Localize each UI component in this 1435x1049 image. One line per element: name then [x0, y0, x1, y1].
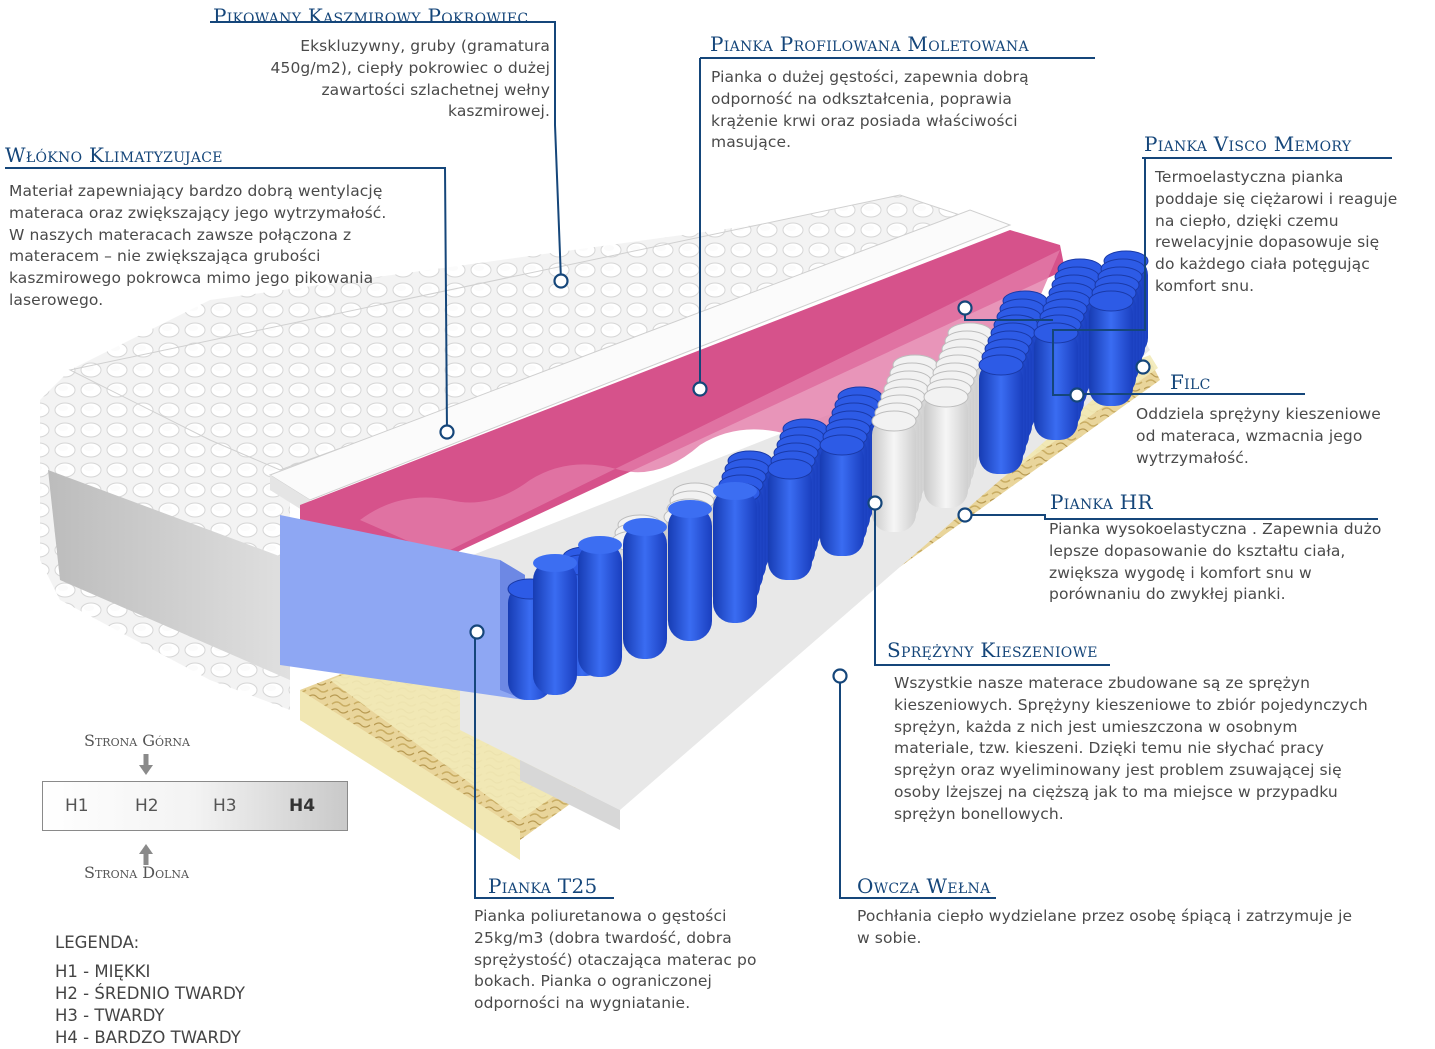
- level-h2: H2: [135, 796, 159, 816]
- spring-top: [767, 458, 813, 480]
- spring-top: [871, 410, 917, 432]
- legend-item-h1: H1 - MIĘKKI: [55, 962, 151, 981]
- spring-blue: [768, 465, 812, 580]
- pocket-springs: [507, 250, 1149, 700]
- spring-blue-front: [533, 560, 577, 695]
- callout-dots: [439, 273, 1151, 684]
- spring-top: [819, 434, 865, 456]
- legend-item-h3: H3 - TWARDY: [55, 1006, 165, 1025]
- desc-welna: Pochłania ciepło wydzielane przez osobę …: [857, 907, 1353, 947]
- legend-item-h2: H2 - ŚREDNIO TWARDY: [55, 984, 245, 1003]
- title-pokrowiec: Pikowany Kaszmirowy Pokrowiec: [213, 4, 529, 28]
- spring-blue-front: [668, 506, 712, 641]
- spring-blue-front: [623, 524, 667, 659]
- spring-top: [668, 500, 712, 518]
- legend-header: LEGENDA:: [55, 933, 140, 952]
- desc-sprezyny: Wszystkie nasze materace zbudowane są ze…: [894, 674, 1368, 823]
- level-h4-selected: H4: [289, 796, 316, 816]
- spring-top: [1033, 322, 1079, 344]
- spring-blue: [1089, 297, 1133, 406]
- spring-white: [872, 417, 916, 532]
- spring-white: [924, 393, 968, 508]
- profiled-foam: [300, 230, 1065, 560]
- spring-top: [713, 482, 757, 500]
- spring-top: [533, 554, 577, 572]
- title-visco: Pianka Visco Memory: [1144, 132, 1352, 156]
- title-sprezyny: Sprężyny Kieszeniowe: [887, 638, 1098, 662]
- arrow-up-icon: [139, 844, 153, 865]
- label-top-side: Strona Górna: [84, 731, 190, 750]
- spring-blue: [1034, 329, 1078, 440]
- desc-wlokno: Materiał zapewniający bardzo dobrą wenty…: [9, 182, 387, 309]
- title-welna: Owcza Wełna: [857, 874, 991, 898]
- hardness-scale: H1 H2 H3 H4: [42, 781, 348, 831]
- fibre-sheet: [268, 209, 1012, 501]
- spring-blue: [979, 361, 1023, 474]
- level-h1: H1: [65, 796, 89, 816]
- level-h3: H3: [213, 796, 237, 816]
- label-bottom-side: Strona Dolna: [84, 863, 189, 882]
- t25-foam-block: [280, 515, 525, 700]
- spring-top: [578, 536, 622, 554]
- spring-blue-front: [578, 542, 622, 677]
- title-hr: Pianka HR: [1050, 490, 1153, 514]
- legend-item-h4: H4 - BARDZO TWARDY: [55, 1028, 241, 1047]
- cover-side-band: [48, 470, 290, 680]
- title-t25: Pianka T25: [488, 874, 598, 898]
- spring-top: [623, 518, 667, 536]
- title-wlokno: Włókno Klimatyzujace: [5, 143, 223, 167]
- arrow-down-icon: [139, 754, 153, 775]
- spring-blue: [820, 441, 864, 556]
- spring-top: [978, 354, 1024, 376]
- title-filc: Filc: [1170, 370, 1211, 394]
- spring-top: [923, 386, 969, 408]
- leader-lines: [5, 21, 1392, 899]
- spring-top: [1088, 290, 1134, 312]
- title-moletowana: Pianka Profilowana Moletowana: [710, 32, 1029, 56]
- spring-blue-front: [713, 488, 757, 623]
